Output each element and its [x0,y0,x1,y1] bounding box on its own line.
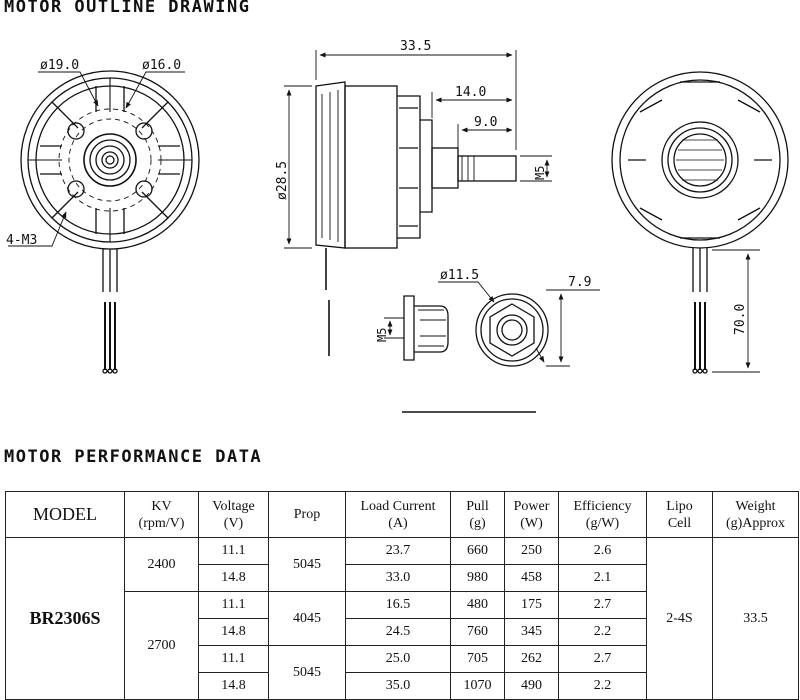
weight-cell: 33.5 [712,537,799,700]
pull-cell: 980 [450,564,505,592]
pull-cell: 480 [450,591,505,619]
current-cell: 25.0 [345,645,451,673]
voltage-cell: 14.8 [198,618,269,646]
front-d1-label: ø19.0 [40,58,79,73]
header-power: Power(W) [504,491,559,538]
power-cell: 490 [504,672,559,700]
efficiency-cell: 2.1 [558,564,647,592]
current-cell: 35.0 [345,672,451,700]
back-dimensions [712,249,760,373]
voltage-cell: 11.1 [198,645,269,673]
table-row: 14.8 33.0 980 458 2.1 [6,564,799,592]
efficiency-cell: 2.2 [558,618,647,646]
header-efficiency: Efficiency(g/W) [558,491,647,538]
pull-cell: 705 [450,645,505,673]
current-cell: 24.5 [345,618,451,646]
nut-thread-label: M5 [375,328,389,342]
front-view [20,70,200,374]
voltage-cell: 11.1 [198,537,269,565]
table-header-row: MODEL KV(rpm/V) Voltage(V) Prop Load Cur… [5,491,799,538]
voltage-cell: 14.8 [198,564,269,592]
pull-cell: 660 [450,537,505,565]
side-diameter-label: ø28.5 [275,161,290,200]
side-dimensions [284,50,552,249]
motor-outline-drawing: ø19.0 ø16.0 4-M3 33.5 14.0 9.0 ø28.5 M5 [6,39,789,413]
pull-cell: 1070 [450,672,505,700]
back-lead-length-label: 70.0 [733,304,748,335]
back-view [611,71,789,374]
table-row: 2700 11.1 4045 16.5 480 175 2.7 [6,591,799,700]
kv-cell: 2400 [124,537,199,592]
lipo-cell: 2-4S [646,537,713,700]
prop-cell: 5045 [268,645,346,700]
performance-heading: MOTOR PERFORMANCE DATA [4,447,263,467]
current-cell: 33.0 [345,564,451,592]
efficiency-cell: 2.6 [558,537,647,565]
prop-cell: 4045 [268,591,346,646]
power-cell: 458 [504,564,559,592]
power-cell: 262 [504,645,559,673]
side-shaft-label: 14.0 [455,85,486,100]
voltage-cell: 11.1 [198,591,269,619]
side-view [315,81,517,356]
voltage-cell: 14.8 [198,672,269,700]
header-kv: KV(rpm/V) [124,491,199,538]
header-voltage: Voltage(V) [198,491,269,538]
header-weight: Weight(g)Approx [712,491,799,538]
nut-front-dimensions [438,281,600,367]
front-d2-label: ø16.0 [142,58,181,73]
side-length-label: 33.5 [400,39,431,54]
outline-heading: MOTOR OUTLINE DRAWING [4,0,251,17]
kv-cell: 2700 [124,591,199,700]
nut-diameter-label: ø11.5 [440,268,479,283]
power-cell: 175 [504,591,559,619]
header-model: MODEL [5,491,125,538]
power-cell: 250 [504,537,559,565]
performance-table: MODEL KV(rpm/V) Voltage(V) Prop Load Cur… [5,491,799,700]
header-prop: Prop [268,491,346,538]
nut-side-dimensions [384,317,396,339]
table-row: 14.8 35.0 1070 490 2.2 [6,672,799,700]
prop-cell: 5045 [268,537,346,592]
current-cell: 23.7 [345,537,451,565]
front-dimensions [8,71,185,247]
side-thread-label: M5 [533,166,547,180]
power-cell: 345 [504,618,559,646]
efficiency-cell: 2.7 [558,645,647,673]
model-cell: BR2306S [5,537,125,700]
header-load-current: Load Current(A) [345,491,451,538]
efficiency-cell: 2.7 [558,591,647,619]
side-thread-length-label: 9.0 [474,115,497,130]
efficiency-cell: 2.2 [558,672,647,700]
nut-width-label: 7.9 [568,275,591,290]
header-pull: Pull(g) [450,491,505,538]
table-row: BR2306S 2400 11.1 5045 23.7 660 250 2.6 … [5,537,799,700]
nut-side-view [396,295,449,361]
table-row: 11.1 5045 25.0 705 262 2.7 [6,645,799,700]
current-cell: 16.5 [345,591,451,619]
front-holes-label: 4-M3 [6,233,37,248]
pull-cell: 760 [450,618,505,646]
nut-front-view [475,293,549,367]
